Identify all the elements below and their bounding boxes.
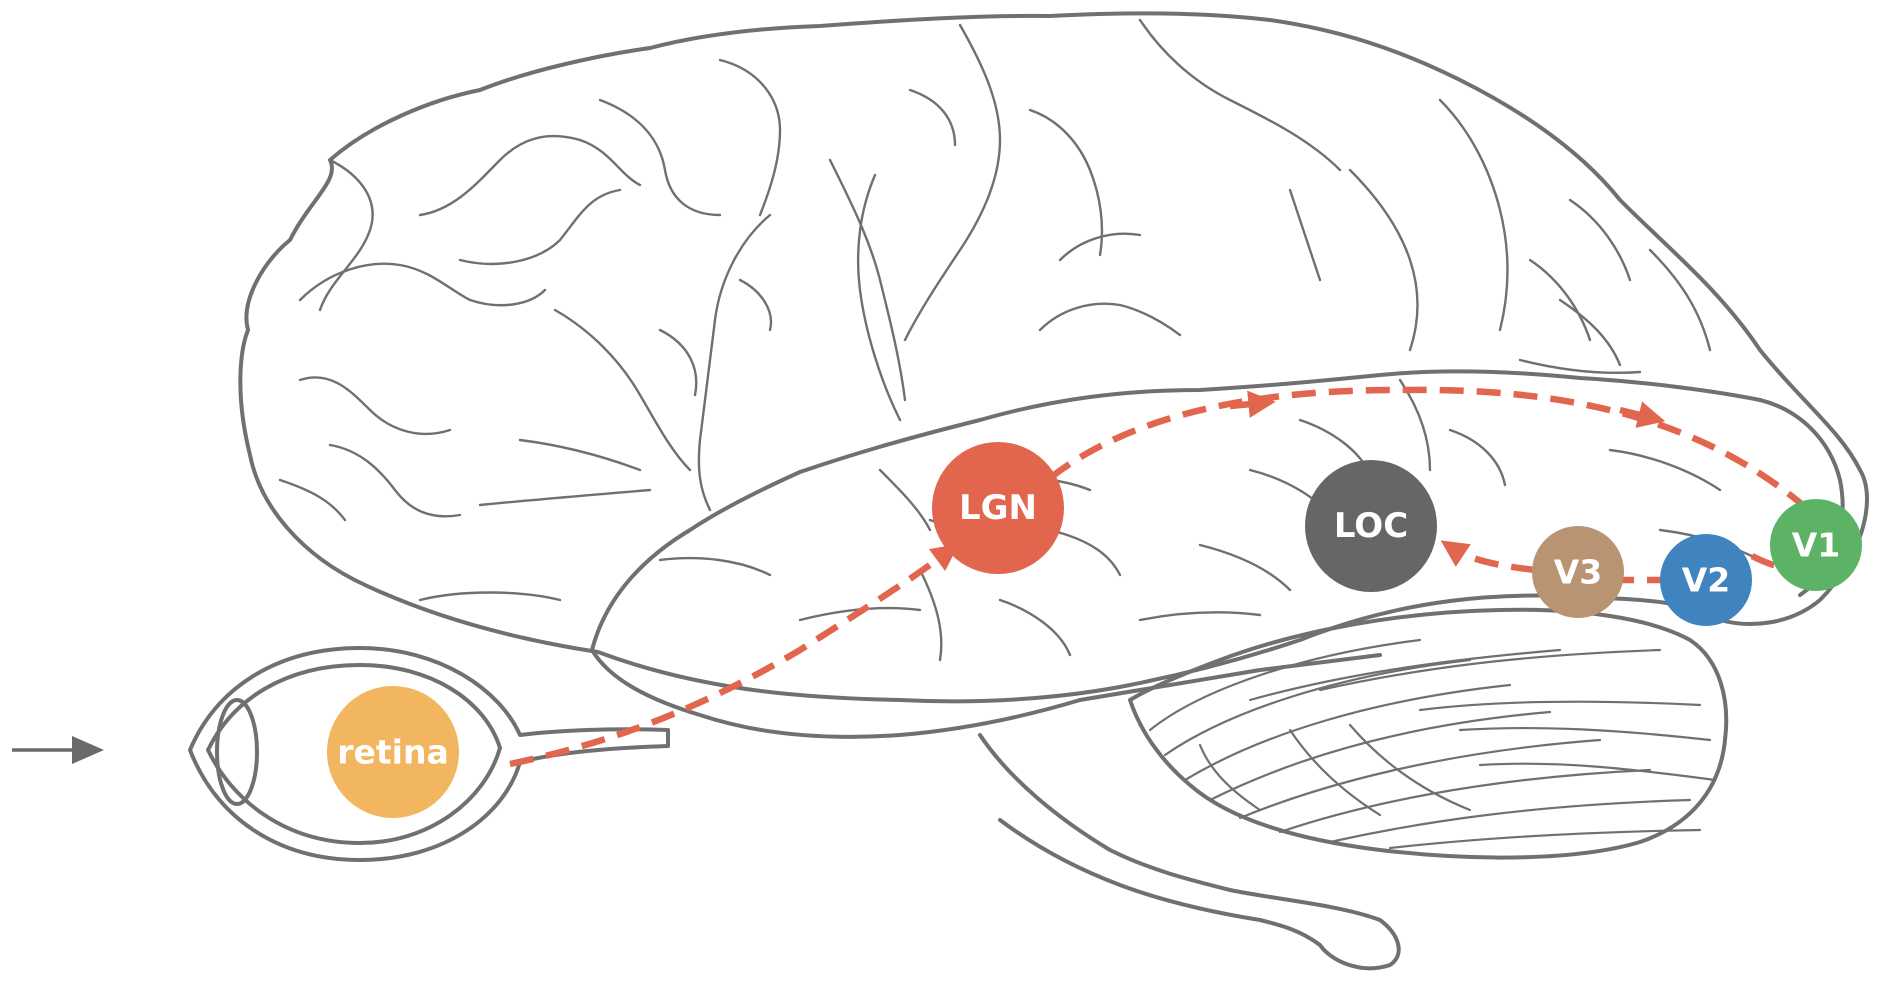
node-v2: V2	[1660, 534, 1752, 626]
pathway-lgn-to-v1	[1050, 390, 1820, 520]
arrow-right-icon	[12, 736, 104, 764]
node-loc: LOC	[1305, 460, 1437, 592]
pathway-v3-to-loc	[1452, 548, 1535, 570]
node-v3: V3	[1532, 526, 1624, 618]
pathway-arrow-mid-1	[1230, 403, 1262, 406]
node-retina-label: retina	[337, 733, 449, 772]
node-v1: V1	[1770, 499, 1862, 591]
node-loc-label: LOC	[1334, 506, 1408, 546]
node-v3-label: V3	[1554, 553, 1603, 592]
node-lgn-label: LGN	[959, 488, 1037, 528]
node-lgn: LGN	[932, 442, 1064, 574]
node-retina: retina	[327, 686, 459, 818]
node-v1-label: V1	[1792, 526, 1841, 565]
node-v2-label: V2	[1682, 561, 1731, 600]
